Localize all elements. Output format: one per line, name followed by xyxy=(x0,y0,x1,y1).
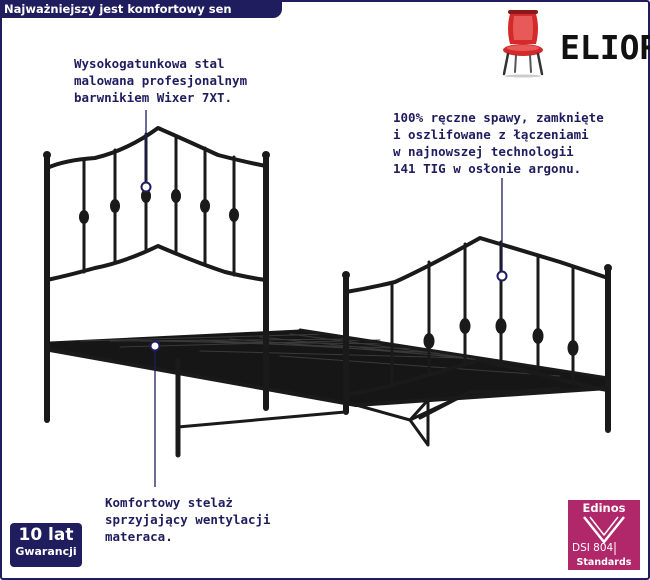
slats-callout-dot xyxy=(149,340,161,352)
steel-annotation: Wysokogatunkowa stal malowana profesjona… xyxy=(74,55,247,106)
steel-callout-dot xyxy=(140,181,152,193)
annotation-line: materaca. xyxy=(105,529,173,544)
welds-callout-dot xyxy=(496,270,508,282)
warranty-badge: 10 lat Gwarancji xyxy=(10,523,82,567)
certification-badge: Edinos DSI 804 Standards xyxy=(568,500,640,570)
brand-logo: ELIOR xyxy=(498,8,650,78)
header-title: Najważniejszy jest komfortowy sen xyxy=(4,2,232,16)
certification-emblem-icon xyxy=(583,516,625,555)
warranty-label: Gwarancji xyxy=(15,545,77,558)
certification-code: DSI 804 xyxy=(572,542,614,554)
annotation-line: Komfortowy stelaż xyxy=(105,495,233,510)
annotation-line: malowana profesjonalnym xyxy=(74,73,248,88)
slats-annotation: Komfortowy stelaż sprzyjający wentylacji… xyxy=(105,494,271,545)
certification-name: Edinos xyxy=(582,501,626,515)
annotation-line: i oszlifowane z łączeniami xyxy=(393,127,589,142)
red-chair-icon xyxy=(502,10,544,78)
annotation-line: 141 TIG w osłonie argonu. xyxy=(393,161,582,176)
annotation-line: sprzyjający wentylacji xyxy=(105,512,271,527)
certification-standard: Standards xyxy=(576,557,632,568)
annotation-line: Wysokogatunkowa stal xyxy=(74,56,225,71)
brand-name: ELIOR xyxy=(560,28,650,67)
annotation-line: w najnowszej technologii xyxy=(393,144,574,159)
annotation-line: 100% ręczne spawy, zamknięte xyxy=(393,110,604,125)
warranty-years: 10 lat xyxy=(18,525,74,545)
header-tab: Najważniejszy jest komfortowy sen xyxy=(0,0,282,18)
annotation-line: barwnikiem Wixer 7XT. xyxy=(74,90,233,105)
welds-annotation: 100% ręczne spawy, zamknięte i oszlifowa… xyxy=(393,109,604,177)
